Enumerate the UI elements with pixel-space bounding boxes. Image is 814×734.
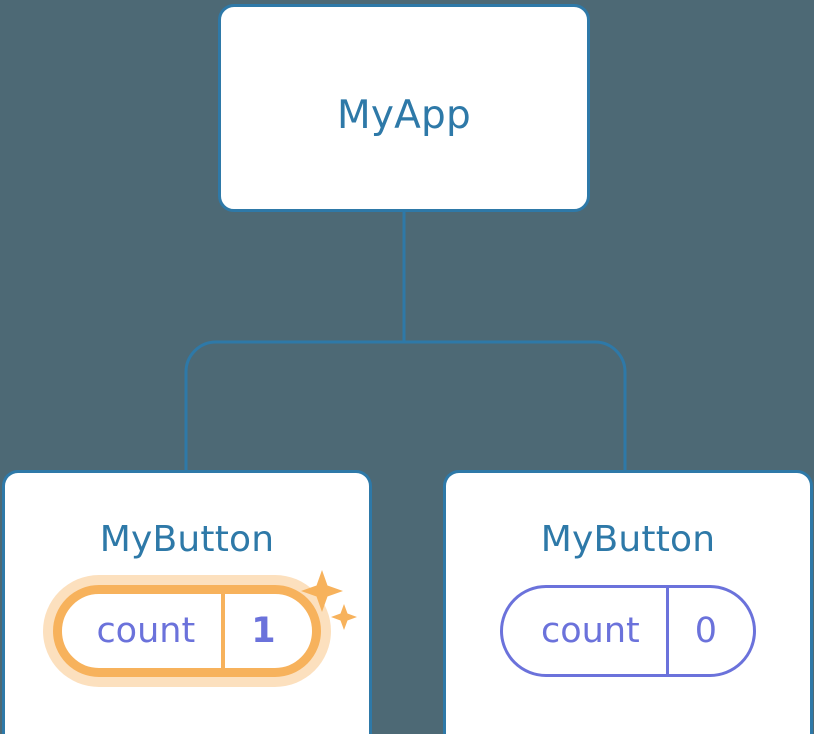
signal-value-label: 1 bbox=[221, 594, 311, 668]
signal-value-label: 0 bbox=[665, 588, 753, 674]
signal-name-label: count bbox=[96, 611, 196, 651]
component-name-label: MyButton bbox=[540, 519, 716, 560]
component-card-root[interactable]: MyApp bbox=[218, 4, 590, 212]
signal-pill[interactable]: count 0 bbox=[499, 585, 757, 677]
signal-name-label: count bbox=[540, 611, 640, 651]
component-name-label: MyButton bbox=[99, 519, 275, 560]
connector-branch-right bbox=[404, 340, 627, 470]
component-card-child-1[interactable]: MyButton count 1 bbox=[2, 470, 372, 734]
signal-pill-container: count 0 bbox=[446, 585, 810, 677]
sparkle-small-icon bbox=[330, 604, 357, 630]
component-card-child-2[interactable]: MyButton count 0 bbox=[443, 470, 813, 734]
connector-branch-left bbox=[184, 340, 404, 470]
component-name-label: MyApp bbox=[337, 93, 471, 138]
signal-pill-highlighted[interactable]: count 1 bbox=[53, 570, 357, 677]
signal-pill-container: count 1 bbox=[5, 570, 369, 677]
